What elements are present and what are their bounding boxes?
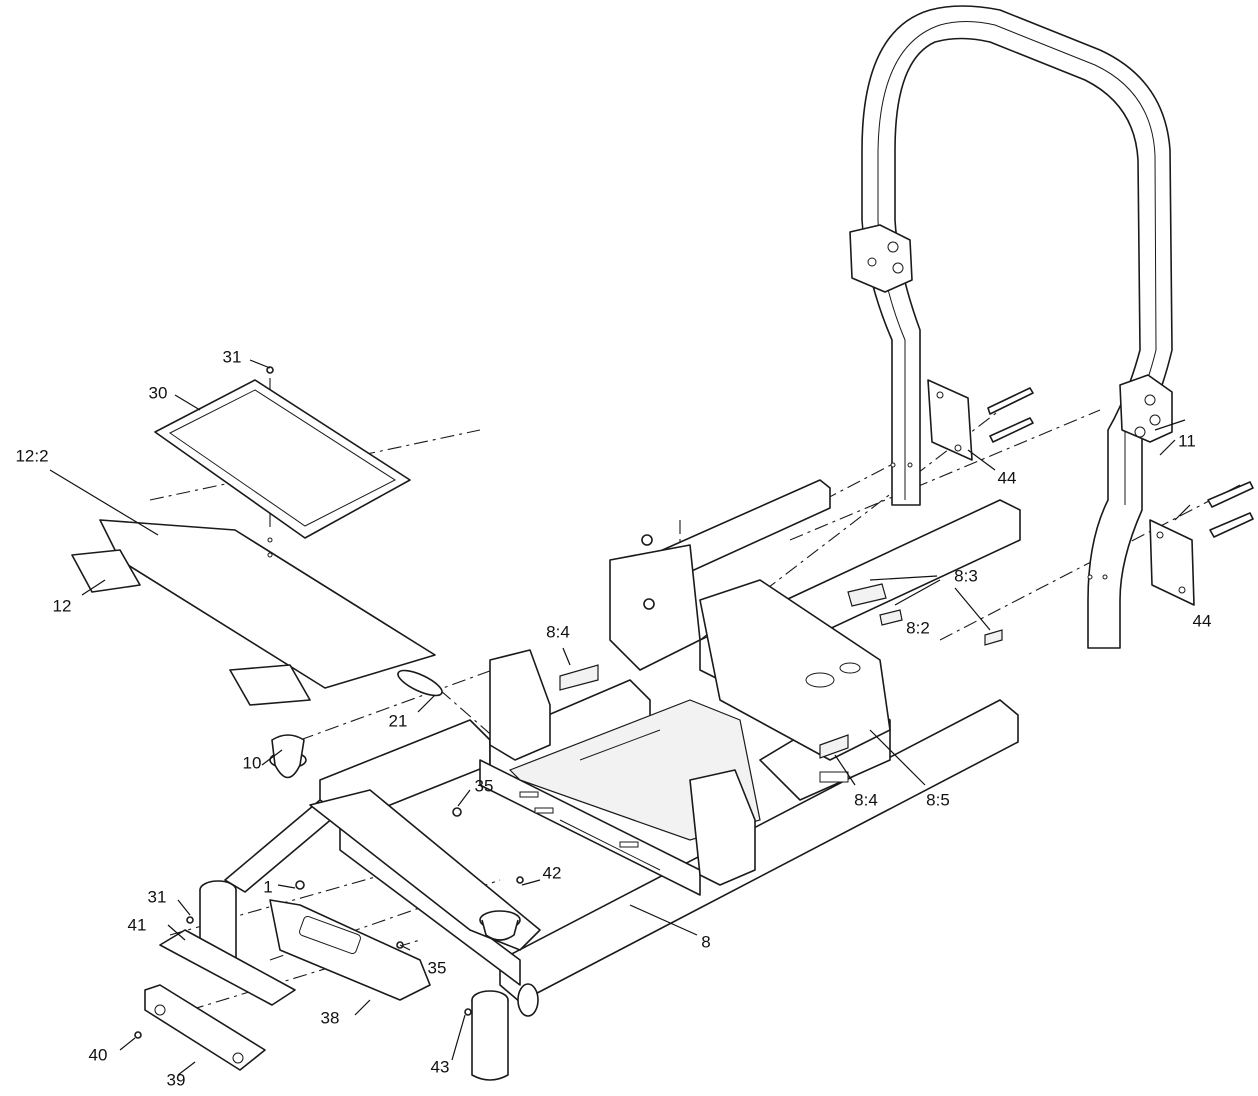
callout-8-4-bottom: 8:4	[854, 790, 878, 810]
callout-31-top: 31	[222, 347, 242, 367]
callout-30: 30	[148, 383, 168, 403]
callout-11: 11	[1178, 431, 1196, 451]
rops-roll-bar	[849, 5, 1173, 649]
callout-12: 12	[52, 596, 72, 616]
main-frame	[199, 479, 1021, 1081]
floor-plate	[71, 519, 436, 706]
callout-8-2: 8:2	[906, 618, 930, 638]
callout-44-left: 44	[997, 468, 1017, 488]
callout-21: 21	[388, 711, 408, 731]
callout-35-top: 35	[474, 776, 494, 796]
callout-1: 1	[263, 877, 273, 897]
hardware	[134, 366, 1003, 1039]
mounting-plate-right	[1149, 481, 1254, 606]
mounting-plate-left	[927, 379, 1034, 461]
callout-8: 8	[701, 932, 711, 952]
floor-mat	[154, 379, 411, 539]
callout-39: 39	[166, 1070, 186, 1090]
callout-8-5: 8:5	[926, 790, 950, 810]
leader-lines	[49, 359, 1191, 1076]
callout-35-bottom: 35	[427, 958, 447, 978]
callout-42: 42	[542, 863, 562, 883]
callout-44-right: 44	[1192, 611, 1212, 631]
step-pad	[144, 929, 296, 1071]
callout-31-bottom: 31	[147, 887, 167, 907]
callout-38: 38	[320, 1008, 340, 1028]
callout-12-2: 12:2	[15, 446, 49, 466]
callout-43: 43	[430, 1057, 450, 1077]
callout-10: 10	[242, 753, 262, 773]
callout-41: 41	[127, 915, 147, 935]
callout-8-3: 8:3	[954, 566, 978, 586]
callout-8-4-top: 8:4	[546, 622, 570, 642]
callout-40: 40	[88, 1045, 108, 1065]
